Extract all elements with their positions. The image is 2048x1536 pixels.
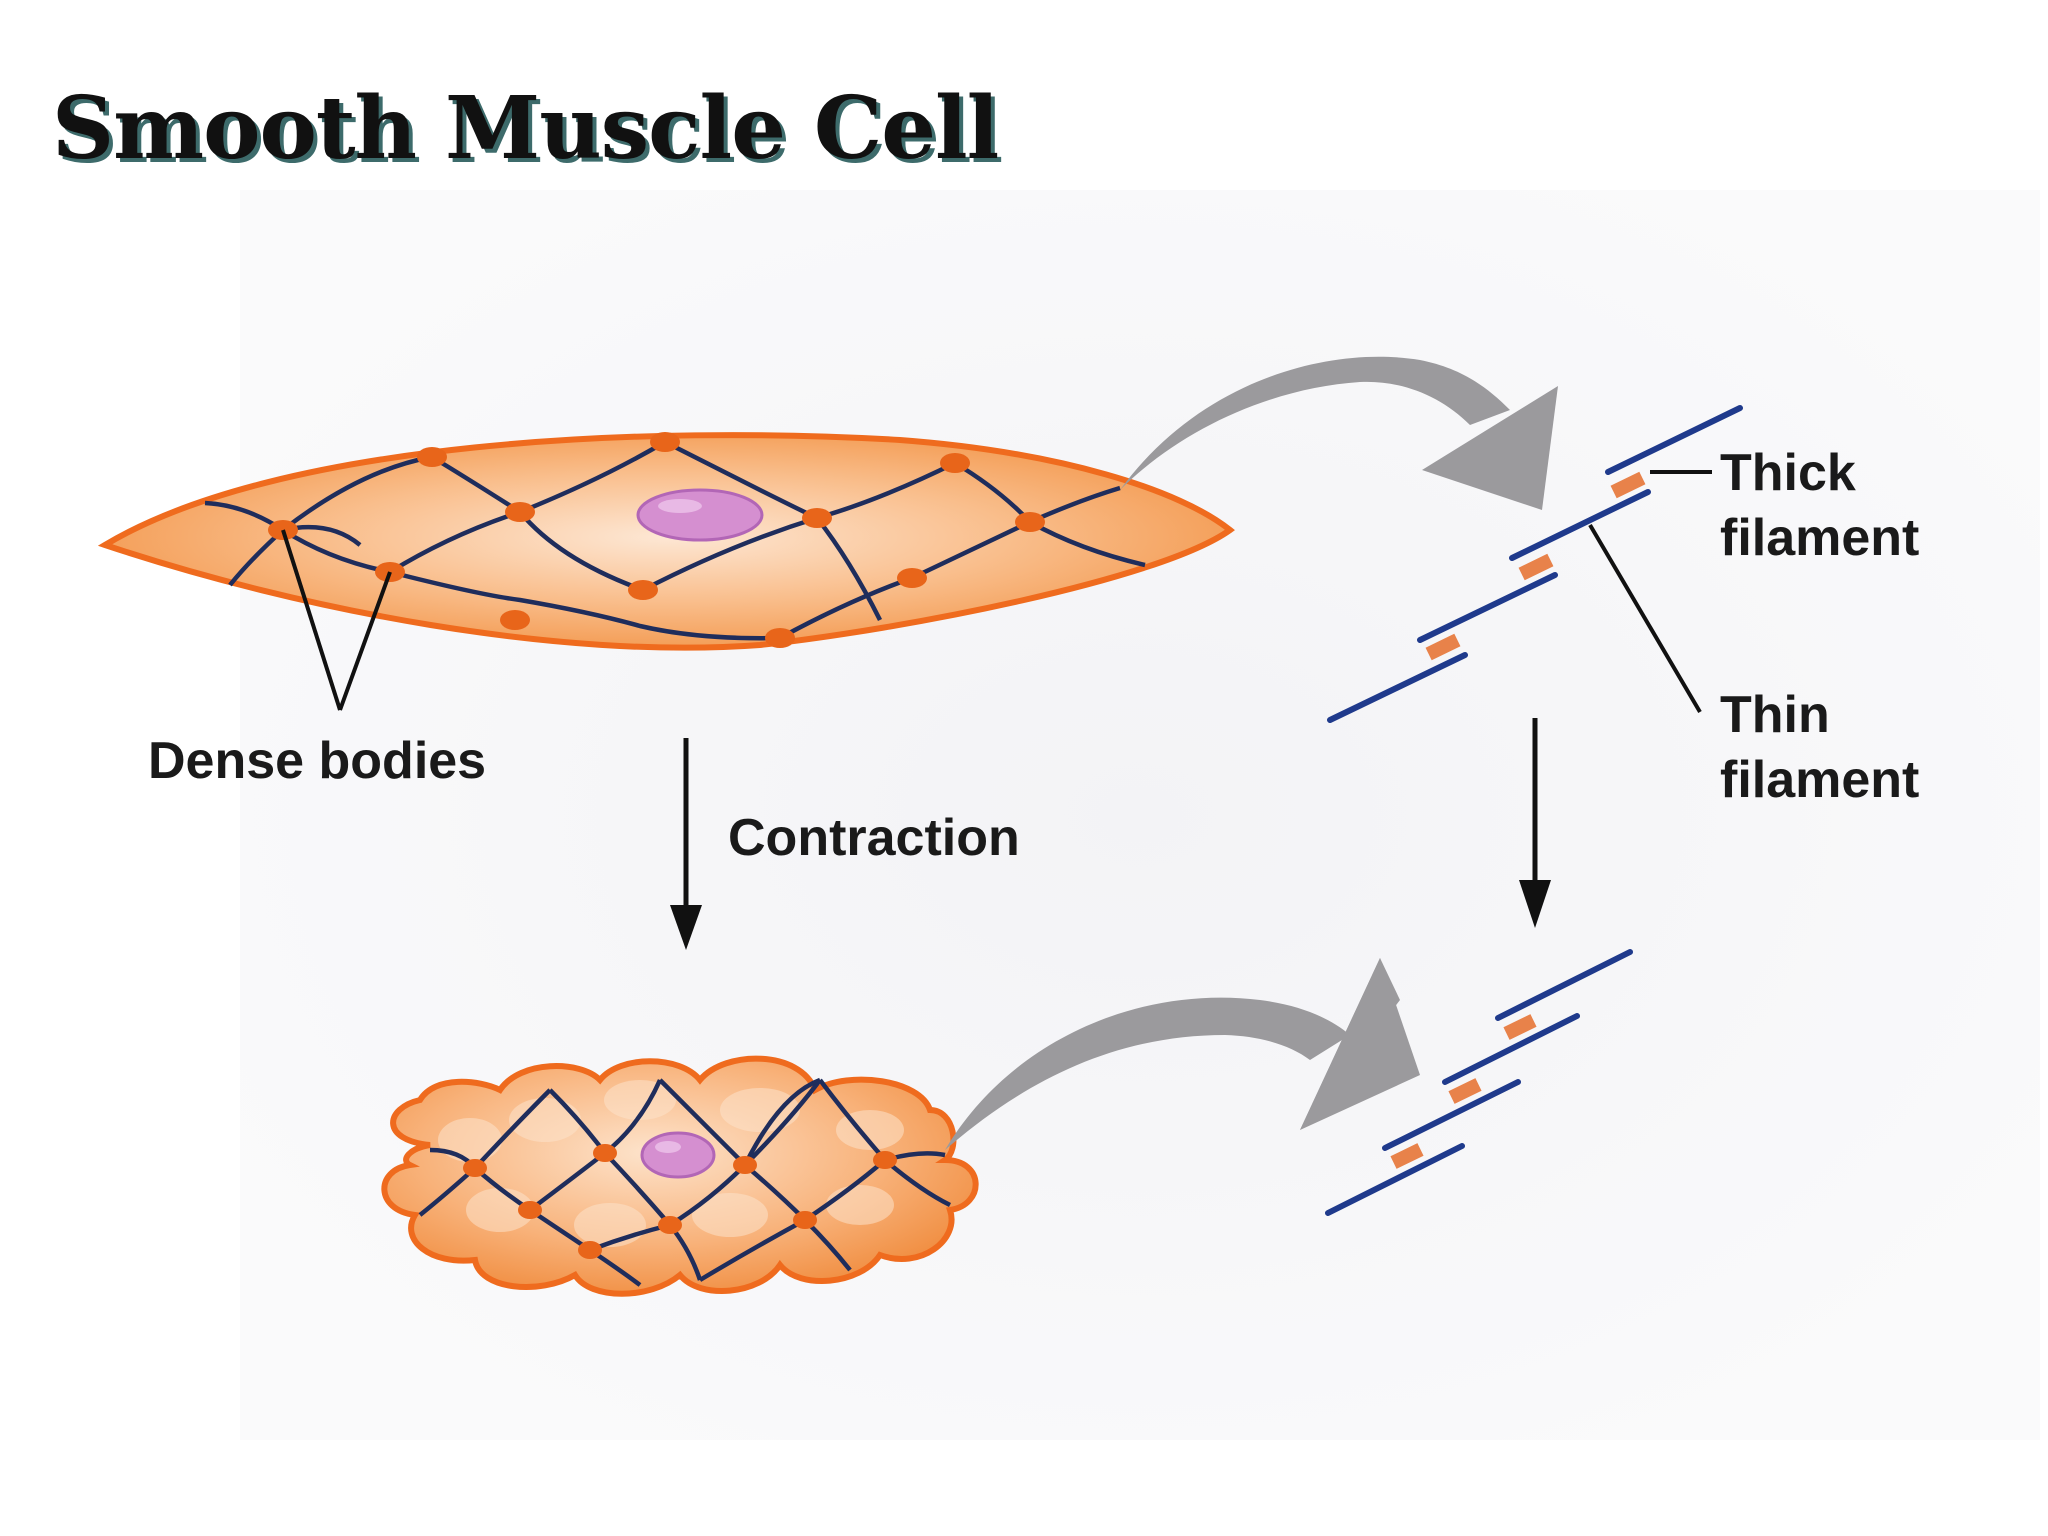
thick-filament (1325, 1143, 1465, 1216)
dense-body (940, 453, 970, 473)
contracted-dense-bodies (463, 1144, 897, 1259)
relaxed-filaments (1327, 405, 1743, 723)
thin-filament-pointer (1588, 523, 1702, 714)
dense-body (897, 568, 927, 588)
crossbridge (1503, 1014, 1537, 1040)
slide-title: Smooth Muscle Cell (52, 78, 999, 179)
contraction-label: Contraction (728, 809, 1020, 867)
dense-bodies-pointer (281, 529, 392, 711)
dense-body (765, 628, 795, 648)
dense-body (658, 1216, 682, 1234)
dense-body (650, 432, 680, 452)
zoom-arrow-bottom (945, 958, 1420, 1150)
dense-body (593, 1144, 617, 1162)
crossbridge (1610, 471, 1646, 499)
dense-body (518, 1201, 542, 1219)
crossbridge (1518, 553, 1554, 581)
relaxed-crossbridges (1425, 471, 1646, 661)
thin-filament (1417, 572, 1558, 643)
relaxed-dense-bodies (268, 432, 1045, 648)
dense-body (500, 610, 530, 630)
zoom-arrow-top (1120, 356, 1558, 510)
dense-body (578, 1241, 602, 1259)
contracted-filaments (1325, 949, 1633, 1216)
dense-bodies-label: Dense bodies (148, 732, 486, 790)
contracted-nucleus (640, 1131, 716, 1179)
thin-filament (1605, 405, 1743, 475)
contracted-bulges (438, 1080, 904, 1247)
filament-contraction-arrow (1519, 718, 1551, 928)
contraction-arrow (670, 738, 702, 950)
crossbridge (1448, 1078, 1482, 1104)
thick-filament (1442, 1013, 1580, 1085)
thin-filament-label-line1: Thin (1720, 686, 1830, 744)
thick-filament (1327, 652, 1468, 723)
dense-body (733, 1156, 757, 1174)
contracted-crossbridges (1390, 1014, 1537, 1169)
dense-body (505, 502, 535, 522)
dense-body (628, 580, 658, 600)
dense-body (1015, 512, 1045, 532)
crossbridge (1390, 1143, 1424, 1169)
relaxed-nucleus (636, 488, 764, 542)
contracted-cell (381, 1055, 979, 1297)
crossbridge (1425, 633, 1461, 661)
dense-body (873, 1151, 897, 1169)
relaxed-cell (97, 432, 1235, 651)
thick-filament-label-line2: filament (1720, 509, 1919, 567)
thin-filament (1495, 949, 1633, 1021)
thick-filament (1509, 489, 1651, 561)
relaxed-cell-body (97, 432, 1235, 651)
thin-filament (1382, 1079, 1521, 1151)
dense-body (463, 1159, 487, 1177)
thick-filament-label-line1: Thick (1720, 444, 1856, 502)
thin-filament-label-line2: filament (1720, 751, 1919, 809)
dense-body (417, 447, 447, 467)
dense-body (793, 1211, 817, 1229)
dense-body (802, 508, 832, 528)
